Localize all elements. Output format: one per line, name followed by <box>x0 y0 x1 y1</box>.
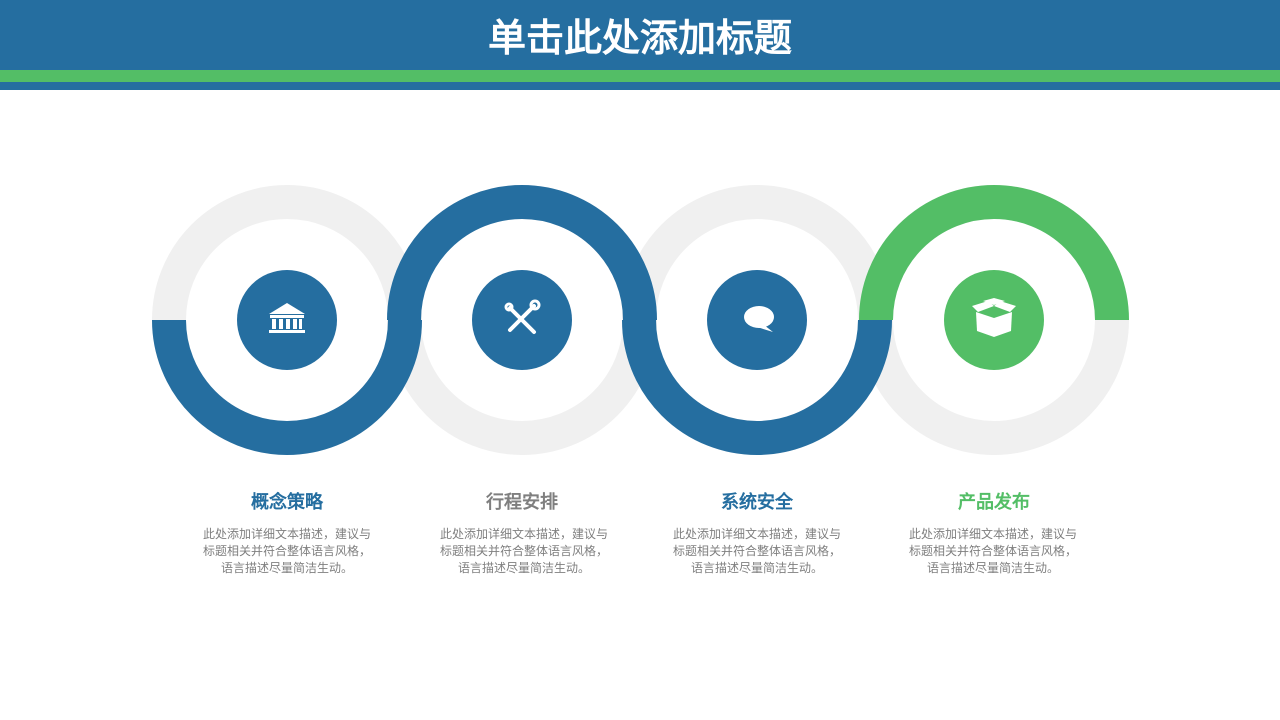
step-4-description[interactable]: 此处添加详细文本描述，建议与 标题相关并符合整体语言风格， 语言描述尽量简洁生动… <box>873 526 1113 577</box>
page-title[interactable]: 单击此处添加标题 <box>487 16 792 60</box>
arc-upper-4 <box>859 185 1129 321</box>
tools-icon <box>504 299 541 334</box>
step-1-title[interactable]: 概念策略 <box>251 492 323 513</box>
chat-bubble-icon <box>744 306 774 332</box>
step-2-description-line: 此处添加详细文本描述，建议与 <box>439 527 608 541</box>
open-box-icon <box>972 298 1016 337</box>
header-bar <box>0 0 1280 70</box>
bank-icon <box>269 303 305 333</box>
arc-lower-1 <box>152 319 422 455</box>
step-4-description-line: 标题相关并符合整体语言风格， <box>908 544 1077 558</box>
step-1-badge[interactable] <box>237 270 337 370</box>
step-2-title[interactable]: 行程安排 <box>486 492 558 513</box>
arc-upper-2 <box>387 185 657 321</box>
step-4-badge[interactable] <box>944 270 1044 370</box>
step-3-badge[interactable] <box>707 270 807 370</box>
step-1-description[interactable]: 此处添加详细文本描述，建议与 标题相关并符合整体语言风格， 语言描述尽量简洁生动… <box>167 526 407 577</box>
step-2-badge[interactable] <box>472 270 572 370</box>
step-3-title[interactable]: 系统安全 <box>721 492 793 513</box>
step-1-description-line: 语言描述尽量简洁生动。 <box>220 561 353 575</box>
step-1-description-line: 此处添加详细文本描述，建议与 <box>202 527 371 541</box>
step-4-title[interactable]: 产品发布 <box>958 492 1030 513</box>
header-stripe-blue <box>0 82 1280 90</box>
step-3-description-line: 标题相关并符合整体语言风格， <box>672 544 841 558</box>
step-3-description-line: 语言描述尽量简洁生动。 <box>690 561 823 575</box>
step-4-description-line: 此处添加详细文本描述，建议与 <box>908 527 1077 541</box>
step-2-description[interactable]: 此处添加详细文本描述，建议与 标题相关并符合整体语言风格， 语言描述尽量简洁生动… <box>404 526 644 577</box>
arc-lower-3 <box>622 319 892 455</box>
step-2-description-line: 标题相关并符合整体语言风格， <box>439 544 608 558</box>
step-2-description-line: 语言描述尽量简洁生动。 <box>457 561 590 575</box>
step-1-description-line: 标题相关并符合整体语言风格， <box>202 544 371 558</box>
step-3-description[interactable]: 此处添加详细文本描述，建议与 标题相关并符合整体语言风格， 语言描述尽量简洁生动… <box>637 526 877 577</box>
header-stripe-green <box>0 70 1280 82</box>
step-3-description-line: 此处添加详细文本描述，建议与 <box>672 527 841 541</box>
step-4-description-line: 语言描述尽量简洁生动。 <box>926 561 1059 575</box>
